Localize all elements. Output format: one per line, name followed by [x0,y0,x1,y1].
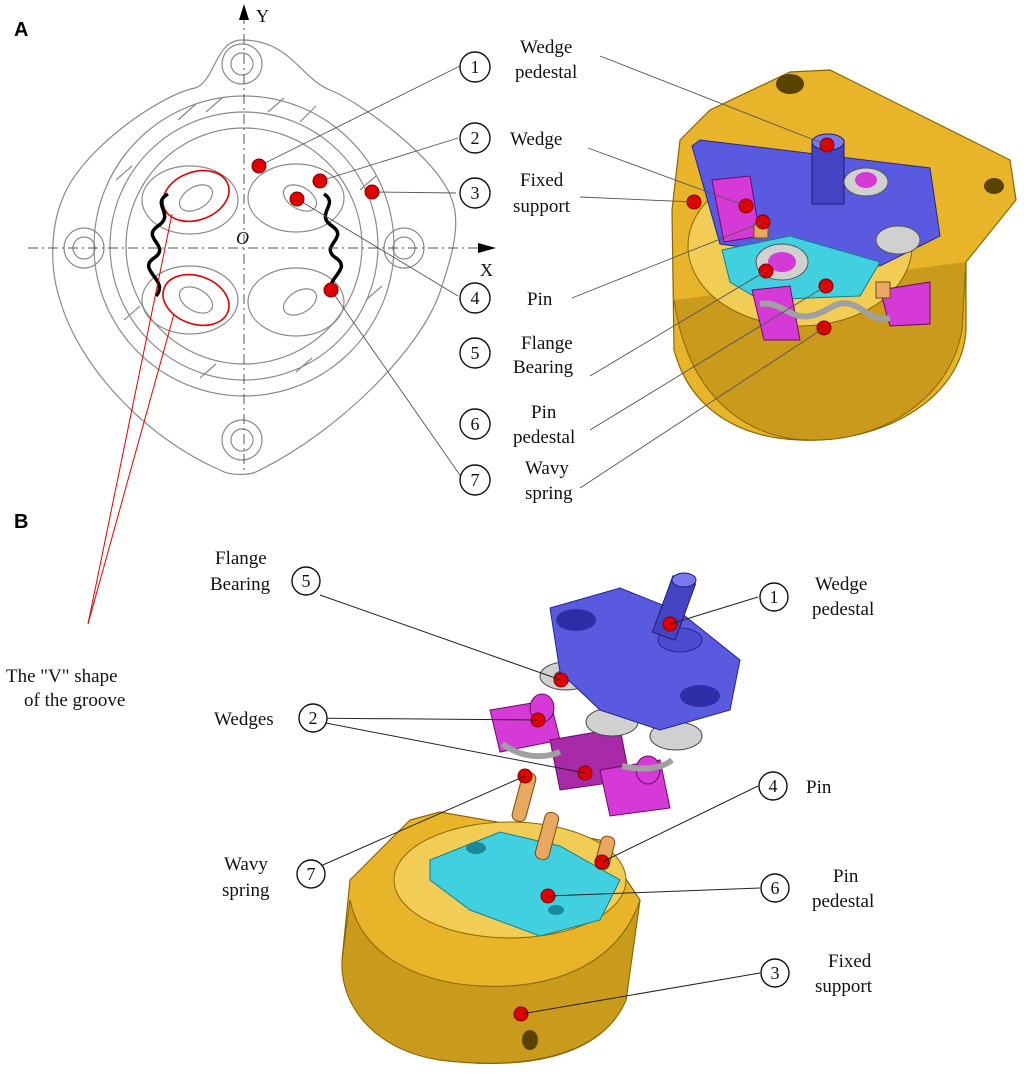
callout-a-4: 4 [459,282,491,314]
callout-a-3: 3 [459,177,491,209]
label-b-2-line1: Wedges [214,709,274,730]
label-b-6-line2: pedestal [812,891,874,912]
label-b-7-line2: spring [222,880,270,901]
callout-a-4-number: 4 [471,288,480,308]
label-a-7-line2: spring [525,483,573,504]
callout-b-1: 1 [759,582,789,612]
callout-b-7-number: 7 [307,864,316,884]
panel-label-a: A [14,19,28,41]
label-a-3-line1: Fixed [520,170,564,191]
callout-b-5-number: 5 [302,571,311,591]
callout-a-1: 1 [459,51,491,83]
label-a-2-line1: Wedge [510,129,562,150]
callout-b-2: 2 [298,703,328,733]
label-b-3-line1: Fixed [828,951,872,972]
label-a-7-line1: Wavy [525,458,569,479]
exploded-view [299,572,761,1064]
y-axis-label: Y [256,6,269,26]
callout-b-6-number: 6 [771,878,780,898]
label-b-3-line2: support [815,976,873,997]
label-b-1-line2: pedestal [812,599,874,620]
top-view-drawing [28,4,496,625]
callout-b-4: 4 [758,771,788,801]
groove-note-line1: The "V" shape [6,666,118,687]
callout-a-5: 5 [459,337,491,369]
callout-a-1-number: 1 [471,57,480,77]
callout-b-6: 6 [760,873,790,903]
label-b-1-line1: Wedge [815,574,867,595]
label-a-1-line1: Wedge [520,37,572,58]
label-a-1-line2: pedestal [515,62,577,83]
callout-a-2: 2 [459,122,491,154]
label-b-5-line1: Flange [215,548,267,569]
panel-label-b: B [14,511,28,533]
label-b-5-line2: Bearing [210,574,271,595]
callout-b-7: 7 [296,859,326,889]
callout-a-5-number: 5 [471,343,480,363]
callout-b-3: 3 [760,958,790,988]
callout-b-1-number: 1 [770,587,779,607]
callout-b-3-number: 3 [771,963,780,983]
callout-a-6: 6 [459,408,491,440]
label-a-5-line2: Bearing [513,357,574,378]
callout-a-6-number: 6 [471,414,480,434]
section-view-3d [571,55,1017,489]
label-b-4-line1: Pin [806,777,832,798]
label-a-5-line1: Flange [521,333,573,354]
label-b-7-line1: Wavy [224,854,268,875]
callout-b-2-number: 2 [309,708,318,728]
label-a-4-line1: Pin [527,289,553,310]
groove-note-line2: of the groove [24,690,125,711]
label-a-6-line2: pedestal [513,427,575,448]
callout-b-4-number: 4 [769,776,778,796]
callout-a-2-number: 2 [471,128,480,148]
callout-b-5: 5 [291,566,321,596]
callout-a-3-number: 3 [471,183,480,203]
x-axis-label: X [480,260,493,280]
label-a-6-line1: Pin [531,402,557,423]
callout-a-7: 7 [459,464,491,496]
origin-label: O [236,228,249,248]
label-b-6-line1: Pin [833,866,859,887]
label-a-3-line2: support [513,196,571,217]
callout-a-7-number: 7 [471,470,480,490]
